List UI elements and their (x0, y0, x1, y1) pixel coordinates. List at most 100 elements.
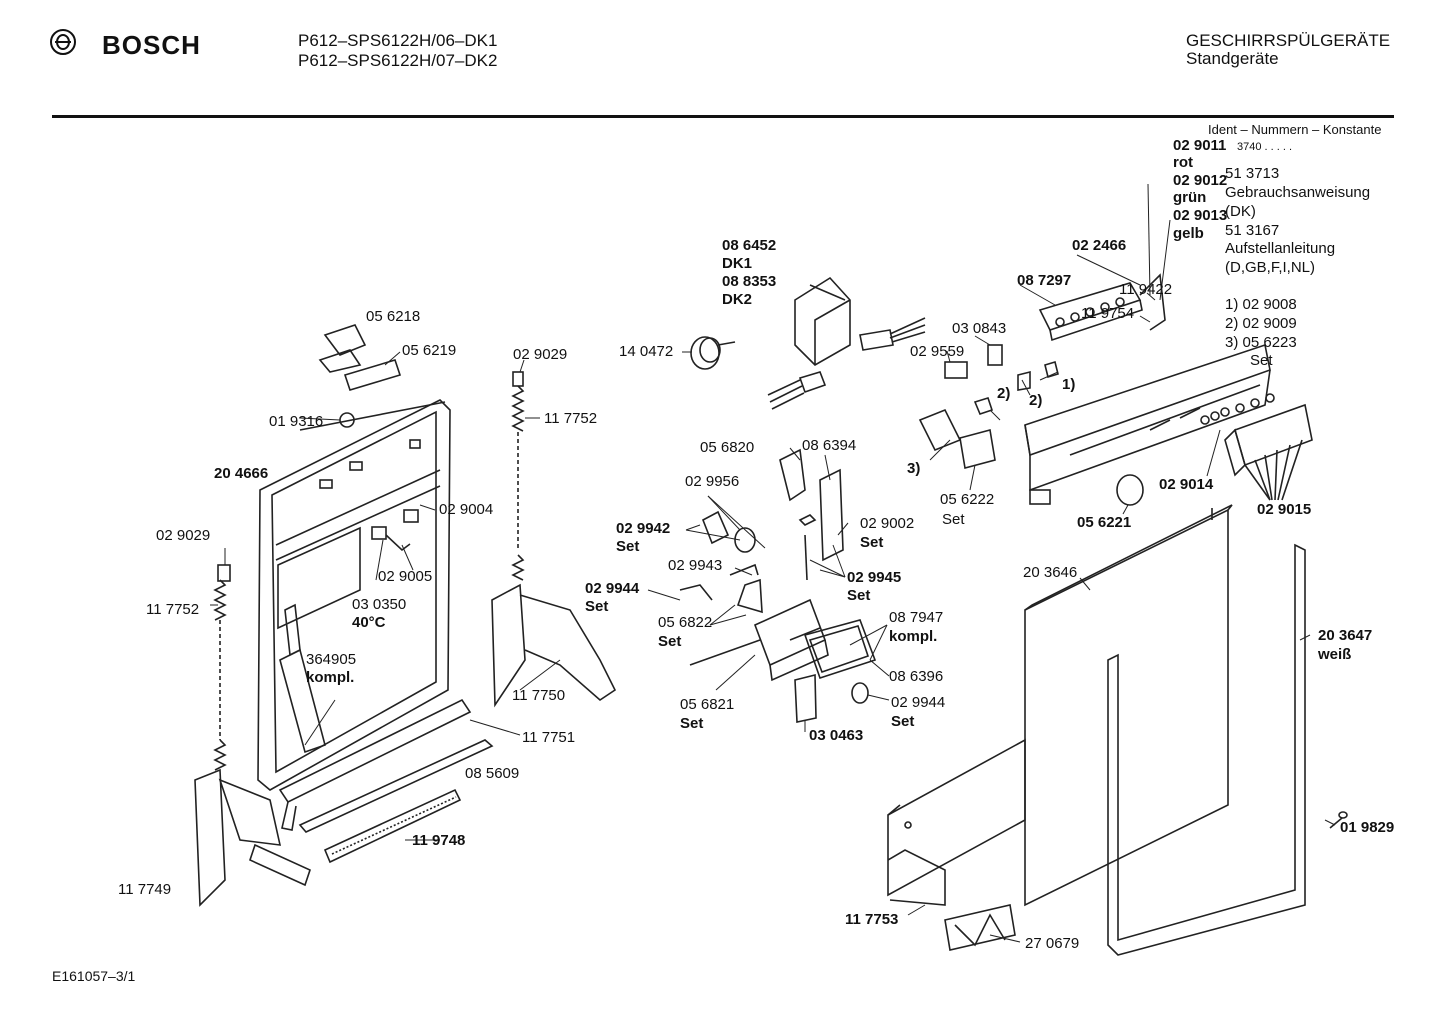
legend-code-3: 02 9013 (1173, 207, 1228, 224)
bottom-trims (278, 698, 494, 864)
timer-unit (767, 276, 926, 410)
part-label: kompl. (889, 628, 938, 645)
part-label: Set (680, 715, 704, 732)
bosch-logo-icon (50, 29, 76, 55)
part-label: 02 9014 (1159, 476, 1214, 493)
kickplate (887, 738, 1026, 906)
legend-note-3-set: Set (1250, 352, 1273, 369)
door-inner-panel (257, 399, 451, 791)
part-label: 02 9942 (616, 520, 671, 537)
legend-code-1: 02 9011 (1173, 137, 1227, 154)
bracket-270679 (944, 904, 1016, 951)
legend-doc-2-lang: (D,GB,F,I,NL) (1225, 259, 1316, 276)
part-label: 05 6222 (940, 491, 995, 508)
legend-color-1: rot (1173, 154, 1193, 171)
part-label: 03 0350 (352, 596, 407, 613)
part-label: 11 7752 (544, 410, 598, 427)
legend-doc-1-number: 51 3713 (1225, 165, 1280, 182)
knob-140472 (690, 336, 736, 370)
part-label: 20 3646 (1023, 564, 1078, 581)
brand-name: BOSCH (102, 30, 201, 60)
part-label: 3) (907, 460, 921, 477)
part-label: 2) (1029, 392, 1043, 409)
part-label: 364905 (306, 651, 357, 668)
part-label: 20 3647 (1318, 627, 1373, 644)
category-title: GESCHIRRSPÜLGERÄTE (1186, 31, 1391, 50)
hinge-left (194, 768, 311, 907)
part-label: 03 0843 (952, 320, 1007, 337)
part-label: 05 6822 (658, 614, 713, 631)
part-label: 11 7752 (146, 601, 200, 618)
part-label: 11 7749 (118, 881, 172, 898)
part-label: 01 9316 (269, 413, 324, 430)
part-label: 11 9748 (412, 832, 466, 849)
switch-parts (918, 344, 1059, 469)
part-label: 01 9829 (1340, 819, 1395, 836)
model-line-2: P612–SPS6122H/07–DK2 (298, 51, 498, 70)
button-row (1200, 393, 1313, 501)
legend-code-2: 02 9012 (1173, 172, 1228, 189)
part-label: 08 5609 (465, 765, 520, 782)
part-label: 2) (997, 385, 1011, 402)
part-label: weiß (1318, 646, 1352, 663)
part-label: 08 8353 (722, 273, 777, 290)
part-label: Set (847, 587, 871, 604)
part-label: 08 7947 (889, 609, 944, 626)
legend-note-3: 3) 05 6223 (1225, 334, 1297, 351)
legend-doc-1-lang: (DK) (1225, 203, 1256, 220)
part-label: Set (891, 713, 915, 730)
part-label: Set (616, 538, 640, 555)
part-label: 02 9015 (1257, 501, 1312, 518)
part-label: 27 0679 (1025, 935, 1080, 952)
part-label: 02 9943 (668, 557, 723, 574)
part-label: 02 9029 (156, 527, 211, 544)
dispenser-assembly (679, 448, 877, 723)
part-label: 40°C (352, 614, 386, 631)
spring-right (511, 371, 525, 581)
legend-color-3: gelb (1173, 225, 1204, 242)
control-panel (1024, 343, 1271, 506)
part-label: 03 0463 (809, 727, 864, 744)
leader-lines (210, 183, 1336, 943)
part-label: 05 6820 (700, 439, 755, 456)
side-trim-frame (1107, 543, 1306, 956)
part-label: Set (585, 598, 609, 615)
hinge-right (491, 583, 617, 708)
legend-code-1-note: 3740 . . . . . (1237, 141, 1293, 153)
part-label: 02 9029 (513, 346, 568, 363)
part-label: Set (860, 534, 884, 551)
legend-doc-2-number: 51 3167 (1225, 222, 1280, 239)
part-label: 05 6219 (402, 342, 457, 359)
legend-doc-1-name: Gebrauchsanweisung (1225, 184, 1371, 201)
legend-note-2: 2) 02 9009 (1225, 315, 1297, 332)
spring-left (213, 564, 231, 771)
part-label: Set (942, 511, 965, 528)
drawing-id: E161057–3/1 (52, 968, 136, 984)
part-label: kompl. (306, 669, 355, 686)
part-label: 11 9754 (1081, 305, 1135, 322)
screw-019829 (1329, 811, 1348, 829)
part-label: 08 6452 (722, 237, 777, 254)
part-label: 02 9944 (585, 580, 640, 597)
part-label: 02 9945 (847, 569, 902, 586)
part-label: 02 9944 (891, 694, 946, 711)
part-label: 02 9559 (910, 343, 965, 360)
part-label: 05 6221 (1077, 514, 1132, 531)
part-label: 02 2466 (1072, 237, 1127, 254)
part-label: 11 7751 (522, 729, 576, 746)
part-label: DK2 (722, 291, 753, 308)
subcategory-title: Standgeräte (1186, 49, 1279, 68)
part-label: 02 9956 (685, 473, 740, 490)
part-label: 11 7753 (845, 911, 899, 928)
model-line-1: P612–SPS6122H/06–DK1 (298, 31, 498, 50)
door-small-parts (279, 509, 419, 754)
part-label: Set (658, 633, 682, 650)
part-label: 02 9004 (439, 501, 494, 518)
part-label: 02 9002 (860, 515, 915, 532)
part-label: 08 6394 (802, 437, 857, 454)
legend-color-2: grün (1173, 189, 1207, 206)
header-divider (52, 115, 1394, 118)
part-label: 11 9422 (1119, 281, 1173, 298)
part-label: 08 7297 (1017, 272, 1072, 289)
